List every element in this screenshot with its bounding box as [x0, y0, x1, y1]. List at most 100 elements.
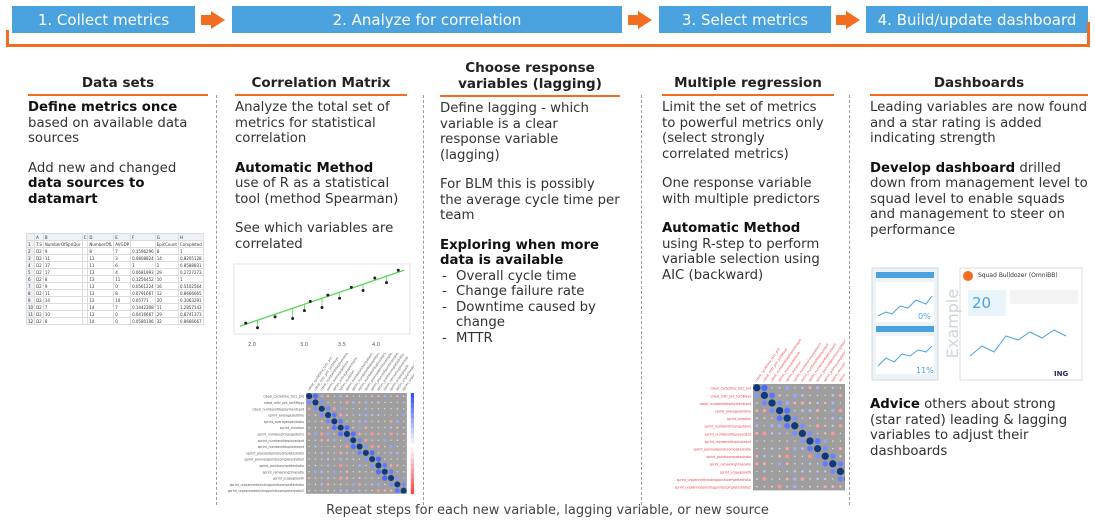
matrix-cell	[824, 470, 827, 473]
color-scale-segment	[410, 468, 414, 474]
matrix-cell	[785, 462, 789, 466]
table-cell: T.S	[34, 240, 44, 248]
matrix-cell	[823, 484, 827, 489]
matrix-cell	[377, 427, 380, 429]
response-title: Choose response variables (lagging)	[458, 60, 602, 92]
table-cell: 0.3063291	[177, 296, 204, 304]
matrix-cell	[388, 475, 395, 482]
table-cell: 11	[42, 289, 83, 297]
matrix-cell	[755, 477, 758, 481]
matrix-cell	[384, 433, 386, 435]
matrix-cell	[338, 418, 344, 424]
matrix-cell	[377, 445, 380, 448]
matrix-cell	[786, 485, 789, 488]
arrow-1-stem	[201, 15, 211, 25]
matrix-cell	[333, 395, 335, 397]
column-correlation: Correlation Matrix Analyze the total set…	[235, 75, 407, 252]
datasets-p2-text: Add new and changed	[28, 160, 177, 176]
table-cell: 10	[42, 310, 83, 318]
matrix-cell	[325, 406, 331, 411]
matrix-cell	[838, 416, 842, 420]
matrix-cell	[396, 414, 398, 416]
correlation-matrix-thumbnail: cdeal_cycletime_tot1_pntcdeal_cycletime_…	[228, 353, 414, 495]
matrix-cell	[314, 464, 317, 467]
matrix-cell	[771, 440, 773, 442]
matrix-cell	[770, 432, 774, 435]
row-label: cdeal_numberofdeploymentspnt	[252, 407, 304, 411]
matrix-cell	[314, 490, 317, 492]
matrix-cell	[365, 483, 367, 485]
row-label: sprint_unplannedexistingpointscompletedr…	[228, 489, 304, 493]
table-cell: 12	[154, 289, 179, 297]
matrix-cell	[345, 476, 349, 480]
matrix-cell	[785, 477, 789, 481]
matrix-cell	[785, 385, 790, 390]
datasets-p1-bold: Define metrics once	[28, 100, 178, 115]
matrix-cell	[357, 438, 362, 443]
regression-p2: One response variable with multiple pred…	[662, 176, 820, 207]
table-cell: 6	[113, 261, 132, 269]
matrix-cell	[346, 458, 348, 460]
matrix-cell	[830, 453, 836, 459]
color-scale-segment	[410, 458, 414, 464]
matrix-cell	[839, 440, 841, 442]
matrix-cell	[352, 471, 354, 473]
table-header-cell: B	[42, 233, 83, 241]
color-scale-segment	[410, 403, 414, 409]
table-cell: 8	[25, 289, 36, 297]
loop-line-left	[6, 30, 9, 47]
data-point	[255, 326, 259, 330]
table-cell: 1	[177, 275, 204, 283]
matrix-cell	[345, 394, 349, 398]
table-cell: 0	[113, 282, 132, 290]
matrix-cell	[358, 463, 362, 467]
matrix-cell	[365, 464, 367, 467]
matrix-cell	[777, 461, 782, 466]
matrix-cell	[808, 408, 812, 413]
table-header-cell: A	[34, 233, 44, 241]
table-cell: D2	[34, 317, 44, 325]
matrix-cell	[755, 462, 759, 466]
dashboard-thumb-pct-1: 0%	[918, 312, 931, 321]
arrow-right-icon	[211, 11, 225, 29]
matrix-cell	[326, 489, 330, 492]
matrix-cell	[389, 432, 393, 436]
matrix-cell	[763, 470, 766, 473]
data-point	[291, 316, 295, 320]
dashboard-thumb-watermark: Example	[943, 288, 963, 359]
matrix-cell	[400, 487, 407, 494]
matrix-cell	[325, 412, 332, 419]
row-label: sprint_numberofchangeitems	[704, 425, 751, 429]
matrix-cell	[383, 394, 387, 398]
table-cell: D2	[34, 303, 44, 311]
color-scale-segment	[410, 488, 414, 495]
matrix-cell	[377, 477, 380, 479]
matrix-cell	[345, 489, 349, 492]
matrix-cell	[345, 451, 349, 455]
matrix-cell	[396, 401, 399, 404]
matrix-cell	[326, 438, 330, 442]
matrix-cell	[770, 424, 774, 428]
dashboard-thumb-title: Squad Bulldozer (OmniBB)	[978, 272, 1058, 279]
matrix-cell	[403, 408, 405, 410]
row-label: sprint_plannedpointscompletedratio2	[244, 458, 304, 462]
data-point	[361, 288, 365, 292]
data-point	[244, 321, 248, 325]
divider-1	[216, 95, 217, 505]
matrix-cell	[762, 477, 767, 481]
matrix-cell	[381, 468, 388, 475]
tick-label: 4.0	[372, 342, 380, 348]
table-cell: 13	[87, 296, 115, 304]
arrow-2-stem	[628, 15, 638, 25]
matrix-cell	[832, 440, 834, 442]
matrix-cell	[770, 447, 774, 450]
matrix-cell	[823, 439, 828, 443]
row-label: cdeal_cycletime_tot1_pnt	[710, 387, 751, 391]
response-p3: Exploring when more data is available Ov…	[440, 238, 620, 347]
matrix-cell	[755, 424, 759, 428]
data-point	[396, 268, 400, 272]
matrix-cell	[778, 447, 781, 450]
matrix-cell	[384, 408, 386, 410]
